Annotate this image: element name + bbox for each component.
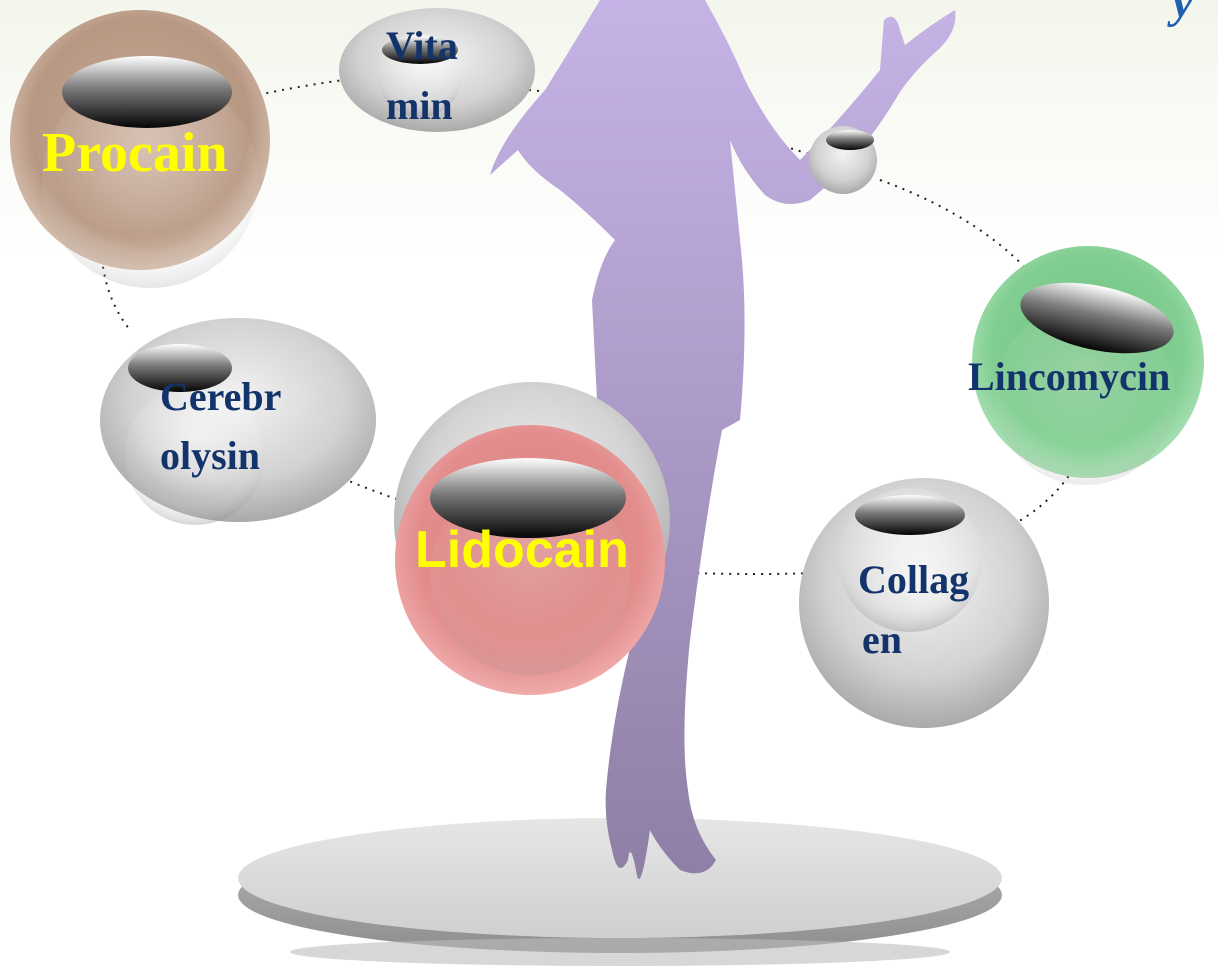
collagen-label-line2: en: [862, 620, 902, 660]
vitamin-label-line1: Vita: [386, 26, 458, 66]
vitamin-label-line2: min: [386, 86, 453, 126]
procain-label: Procain: [42, 125, 228, 181]
cerebrolysin-label-line1: Cerebr: [160, 377, 281, 417]
header-fragment: y: [1172, 0, 1193, 26]
cerebrolysin-bubble-graphic: [100, 318, 376, 525]
collagen-label-line1: Collag: [858, 560, 969, 600]
small-bubble-graphic: [809, 126, 877, 194]
lincomycin-label: Lincomycin: [968, 357, 1170, 397]
lidocain-label: Lidocain: [415, 524, 629, 576]
collagen-bubble-graphic: [799, 478, 1049, 728]
cerebrolysin-label-line2: olysin: [160, 436, 260, 476]
